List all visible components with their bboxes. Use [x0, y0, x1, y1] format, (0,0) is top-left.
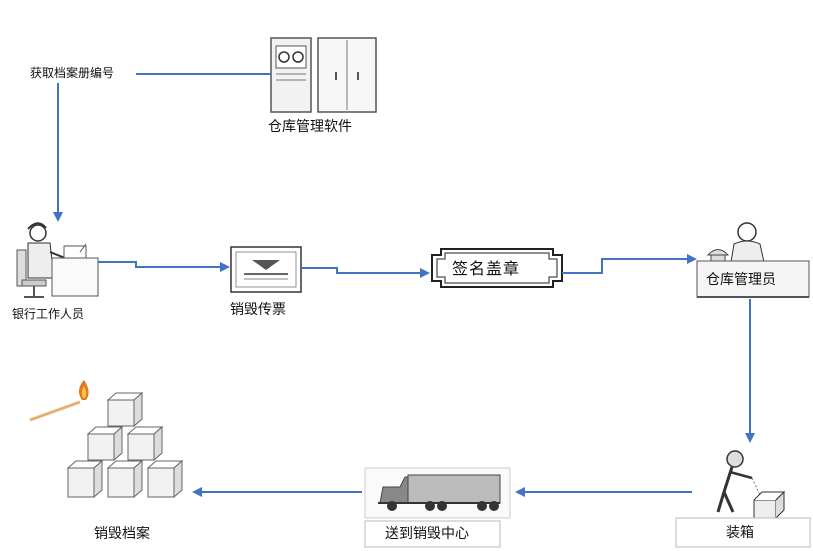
signature-seal-icon: [431, 248, 563, 288]
bank-staff-label: 银行工作人员: [12, 307, 85, 321]
destroy-ticket-label: 销毁传票: [230, 302, 286, 318]
ticket-document-icon: [230, 246, 302, 293]
server-cabinet-icon: [270, 37, 377, 113]
destroy-archive-label: 销毁档案: [94, 526, 150, 542]
packing-person-icon: [716, 450, 786, 519]
send-to-center-label: 送到销毁中心: [385, 526, 469, 542]
office-worker-icon: [16, 222, 99, 298]
warehouse-admin-icon: [696, 222, 810, 298]
packing-label: 装箱: [726, 525, 754, 541]
warehouse-admin-label: 仓库管理员: [706, 272, 776, 288]
sign-seal-label: 签名盖章: [452, 259, 521, 278]
burning-boxes-icon: [29, 380, 184, 499]
truck-icon: [364, 467, 511, 519]
get-archive-id-label: 获取档案册编号: [30, 66, 115, 80]
arrow-to-ticket: [98, 261, 230, 272]
warehouse-software-label: 仓库管理软件: [268, 119, 352, 135]
arrow-to-sign: [301, 267, 430, 278]
packing-label-box: [675, 517, 811, 548]
arrow-to-warehouse-admin: [562, 254, 697, 274]
send-label-box: [364, 520, 501, 548]
